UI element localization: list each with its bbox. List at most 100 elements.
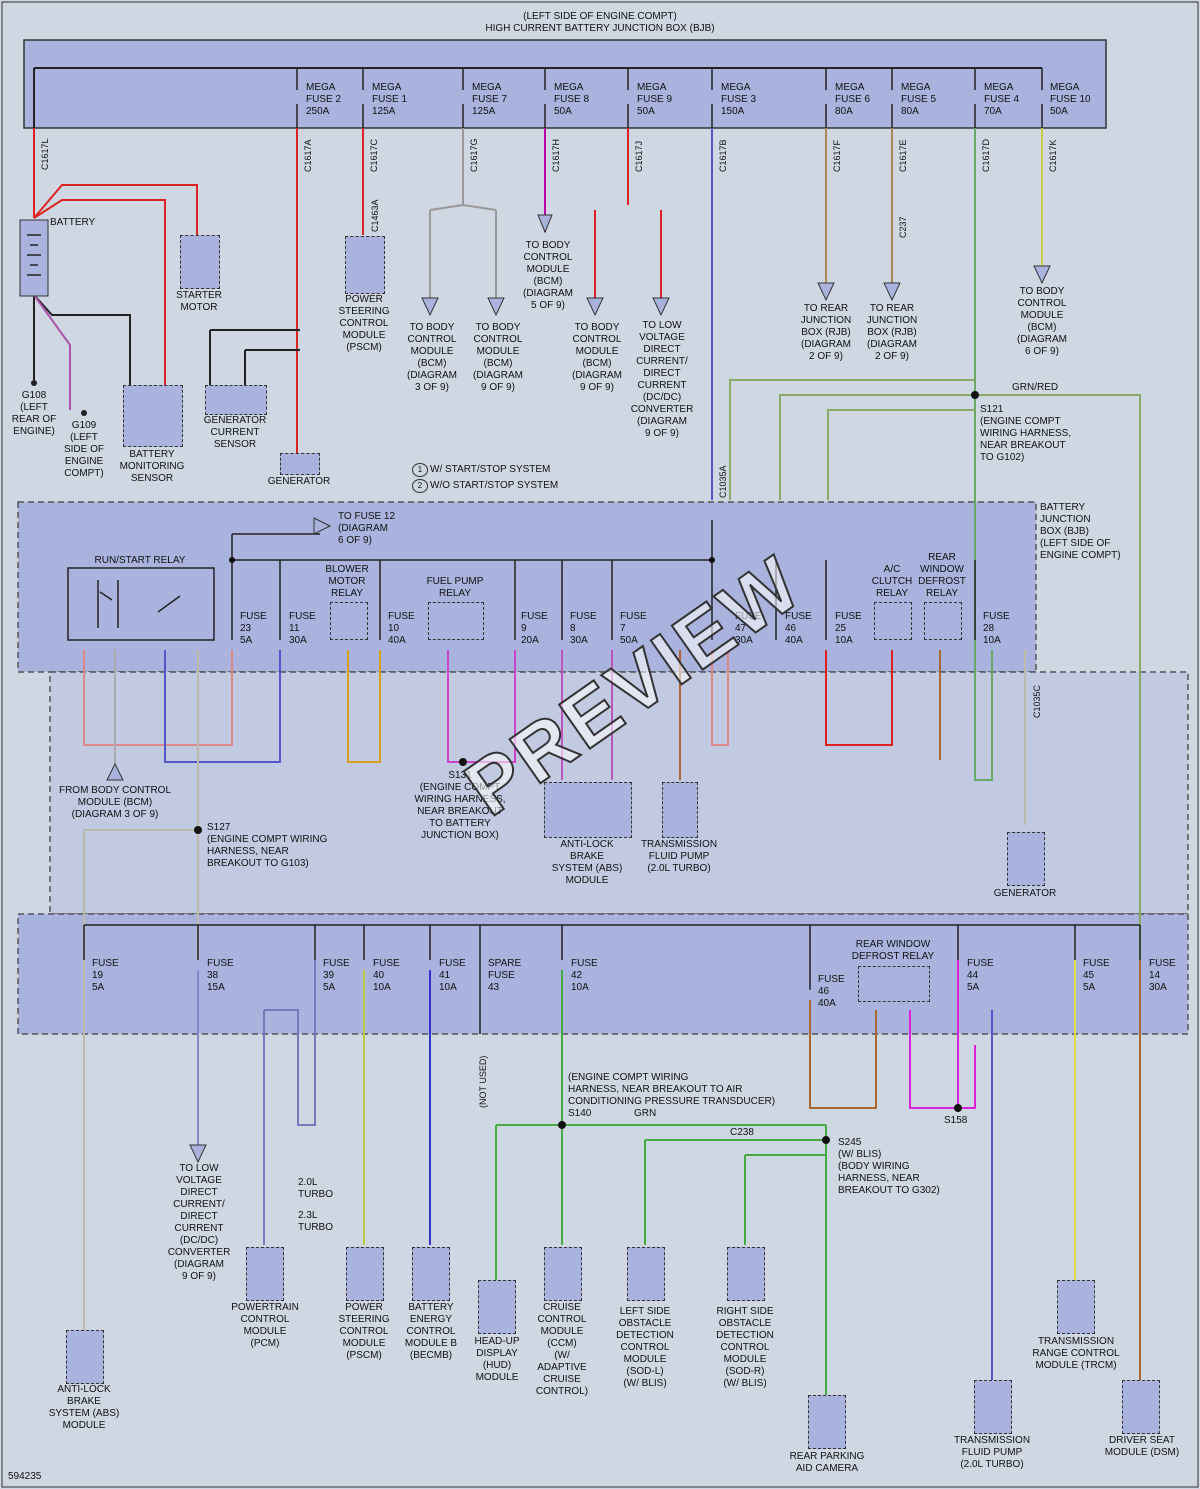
pscm-2-label: POWER STEERING CONTROL MODULE (PSCM): [338, 1302, 390, 1361]
bjb-fuse-label: FUSE 10 40A: [388, 611, 415, 646]
mega-fuse-label: MEGA FUSE 8 50A: [554, 82, 590, 117]
abs-module-label: ANTI-LOCK BRAKE SYSTEM (ABS) MODULE: [551, 839, 623, 886]
generator-2-box: [1007, 832, 1045, 886]
bjb-label: BATTERY JUNCTION BOX (BJB) (LEFT SIDE OF…: [1040, 502, 1121, 561]
mega-fuse-label: MEGA FUSE 1 125A: [372, 82, 408, 117]
bcm-f-label: TO BODY CONTROL MODULE (BCM) (DIAGRAM 5 …: [523, 240, 573, 311]
s131-label: S131 (ENGINE COMPT WIRING HARNESS, NEAR …: [414, 770, 506, 841]
connector-id: C1617E: [898, 139, 908, 172]
legend-marker-1: 1: [412, 463, 428, 477]
wires-lower: [83, 960, 1141, 1395]
battery-monitoring-sensor-label: BATTERY MONITORING SENSOR: [119, 449, 185, 484]
connector-id: C1617B: [718, 139, 728, 172]
grn-label: GRN: [634, 1108, 657, 1119]
g109-label: G109 (LEFT SIDE OF ENGINE COMPT): [63, 420, 104, 479]
connector-id: C1035C: [1032, 684, 1042, 718]
lower-fuse-label: FUSE 41 10A: [439, 958, 466, 993]
starter-motor-label: STARTER MOTOR: [176, 290, 222, 313]
lower-fuse-label: FUSE 39 5A: [323, 958, 350, 993]
connector-triangle-icon: [106, 214, 1051, 1164]
sod-r-box: [727, 1247, 765, 1301]
starter-motor-box: [180, 235, 220, 289]
lower-fuse-label: FUSE 14 30A: [1149, 958, 1176, 993]
lower-fuse-label: FUSE 19 5A: [92, 958, 119, 993]
sod-l-label: LEFT SIDE OBSTACLE DETECTION CONTROL MOD…: [616, 1306, 674, 1389]
splice-dots: [194, 391, 979, 1144]
connector-id: C1617G: [469, 138, 479, 172]
pscm-box: [345, 236, 385, 294]
bjb-header-line2: HIGH CURRENT BATTERY JUNCTION BOX (BJB): [485, 23, 715, 34]
bjb-fuse-label: FUSE 46 40A: [785, 611, 812, 646]
bjb-fuse-label: FUSE 11 30A: [289, 611, 316, 646]
connector-id: C1617H: [551, 138, 561, 172]
s127-label: S127 (ENGINE COMPT WIRING HARNESS, NEAR …: [207, 822, 328, 869]
bjb-fuse-label: FUSE 25 10A: [835, 611, 862, 646]
bjb-upper-region: [17, 501, 1037, 673]
battery-cells-icon: [27, 234, 41, 276]
dcdc-converter-label: TO LOW VOLTAGE DIRECT CURRENT/ DIRECT CU…: [630, 320, 694, 439]
generator-2-label: GENERATOR: [993, 888, 1057, 899]
pscm-label: POWER STEERING CONTROL MODULE (PSCM): [338, 294, 390, 353]
rear-camera-box: [808, 1395, 846, 1449]
wire-blk-vio: [33, 294, 71, 410]
bcm-t-label: TO BODY CONTROL MODULE (BCM) (DIAGRAM 9 …: [473, 322, 523, 393]
mega-fuse-label: MEGA FUSE 6 80A: [835, 82, 871, 117]
transmission-fluid-pump-box: [662, 782, 698, 838]
rear-defrost-relay-2-label: REAR WINDOW DEFROST RELAY: [851, 939, 935, 962]
wires-bjb: [231, 520, 976, 640]
to-fuse-12-label: TO FUSE 12 (DIAGRAM 6 OF 9): [338, 511, 396, 546]
bcm-d-label: TO BODY CONTROL MODULE (BCM) (DIAGRAM 3 …: [407, 322, 457, 393]
mega-fuse-label: MEGA FUSE 9 50A: [637, 82, 673, 117]
connector-id: C1617A: [303, 139, 313, 172]
connector-id: C1463A: [370, 199, 380, 232]
wires-grn-red: [729, 379, 1141, 1190]
legend-no-start-stop: W/O START/STOP SYSTEM: [430, 480, 559, 491]
blower-relay-box: [330, 602, 368, 640]
not-used-label: (NOT USED): [478, 1055, 488, 1108]
pcm-label: POWERTRAIN CONTROL MODULE (PCM): [231, 1302, 299, 1349]
pcm-box: [246, 1247, 284, 1301]
generator-label: GENERATOR: [267, 476, 331, 487]
ground-icon: [31, 380, 87, 416]
connector-id: C1617F: [832, 139, 842, 172]
pscm-2-box: [346, 1247, 384, 1301]
connector-id: C1035A: [718, 465, 728, 498]
bcm-g-label: TO BODY CONTROL MODULE (BCM) (DIAGRAM 9 …: [572, 322, 622, 393]
becmb-box: [412, 1247, 450, 1301]
lower-fuse-label: FUSE 40 10A: [373, 958, 400, 993]
grn-red-label: GRN/RED: [1012, 382, 1059, 393]
s140-label: (ENGINE COMPT WIRING HARNESS, NEAR BREAK…: [568, 1072, 776, 1107]
mega-fuse-label: MEGA FUSE 7 125A: [472, 82, 508, 117]
turbo-20-label: 2.0L TURBO: [298, 1177, 333, 1200]
from-bcm-label: FROM BODY CONTROL MODULE (BCM) (DIAGRAM …: [58, 785, 172, 820]
lower-busbar: [83, 924, 1141, 1034]
bcm-h-label: TO BODY CONTROL MODULE (BCM) (DIAGRAM 6 …: [1017, 286, 1067, 357]
bjb-lower-region: [17, 913, 1189, 1035]
abs-module-box: [544, 782, 632, 838]
s245-label: S245 (W/ BLIS) (BODY WIRING HARNESS, NEA…: [838, 1137, 940, 1196]
generator-current-sensor-label: GENERATOR CURRENT SENSOR: [203, 415, 267, 450]
bjb-fuse-label: FUSE 8 30A: [570, 611, 597, 646]
mega-fuse-label: MEGA FUSE 3 150A: [721, 82, 757, 117]
bjb-fuse-label: FUSE 7 50A: [620, 611, 647, 646]
mega-fuse-label: MEGA FUSE 2 250A: [306, 82, 342, 117]
blower-relay-label: BLOWER MOTOR RELAY: [325, 564, 369, 599]
dsm-label: DRIVER SEAT MODULE (DSM): [1104, 1435, 1180, 1458]
legend-start-stop: W/ START/STOP SYSTEM: [430, 464, 551, 475]
abs-module-2-label: ANTI-LOCK BRAKE SYSTEM (ABS) MODULE: [48, 1384, 120, 1431]
top-busbar: [33, 67, 1042, 128]
s140-id: S140: [568, 1108, 592, 1119]
rear-defrost-relay-label: REAR WINDOW DEFROST RELAY: [918, 552, 966, 599]
abs-module-2-box: [66, 1330, 104, 1384]
hud-label: HEAD-UP DISPLAY (HUD) MODULE: [474, 1336, 520, 1383]
mega-fuse-label: MEGA FUSE 10 50A: [1050, 82, 1091, 117]
fuel-pump-relay-box: [428, 602, 484, 640]
bjb-fuse-label: FUSE 9 20A: [521, 611, 548, 646]
becmb-label: BATTERY ENERGY CONTROL MODULE B (BECMB): [404, 1302, 458, 1361]
ac-clutch-relay-box: [874, 602, 912, 640]
connector-id: C1617L: [40, 138, 50, 170]
dsm-box: [1122, 1380, 1160, 1434]
s121-label: S121 (ENGINE COMPT WIRING HARNESS, NEAR …: [980, 404, 1072, 463]
